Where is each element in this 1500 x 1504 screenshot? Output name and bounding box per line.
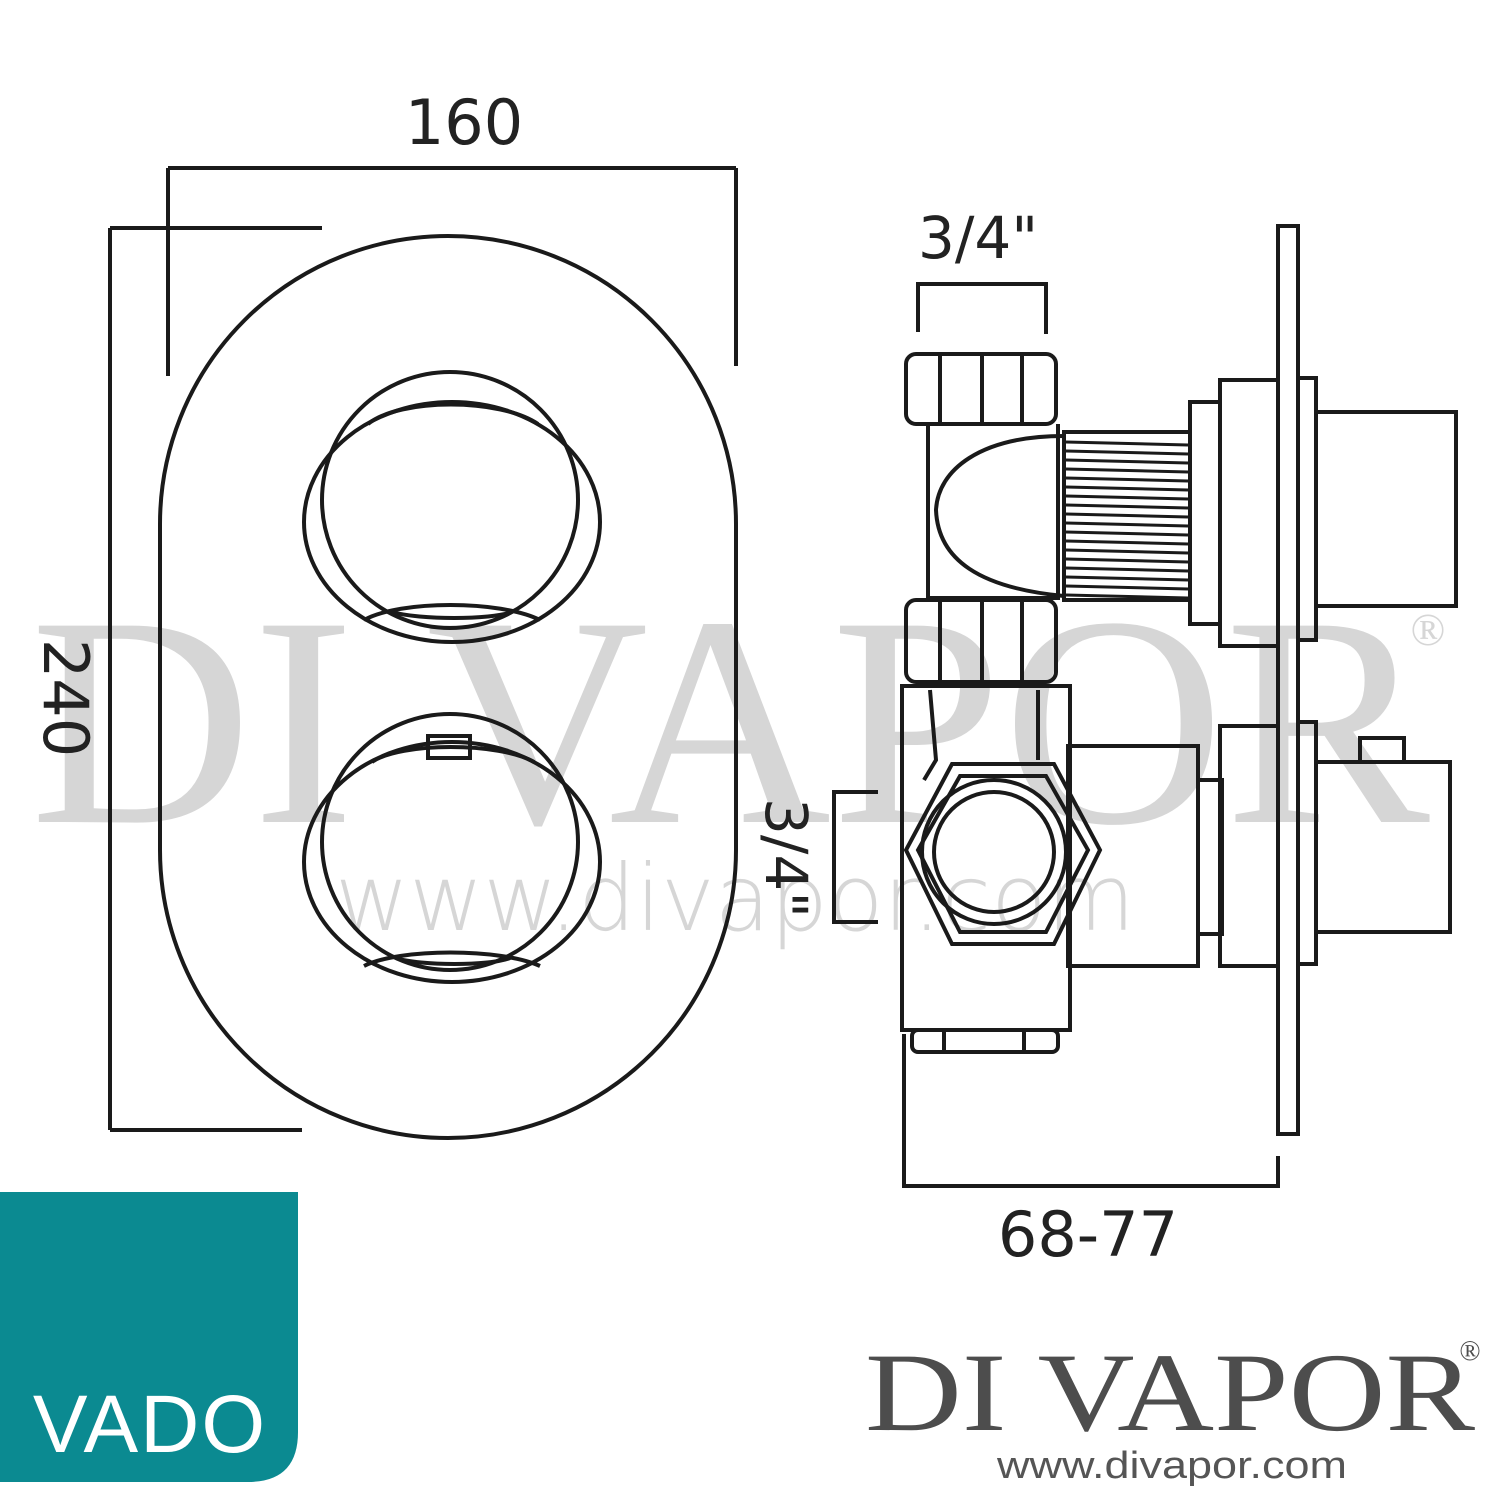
side-view: [900, 224, 1458, 1136]
top-handle-rosette: [320, 370, 580, 630]
vado-logo: VADO: [0, 1192, 298, 1482]
vado-logo-badge: [0, 1192, 298, 1482]
side-inlet-dim-bracket: [832, 790, 878, 924]
bottom-handle-upper-arc: [370, 745, 536, 764]
hex-inlet-outer: [903, 762, 1103, 946]
thread-line: [1065, 458, 1189, 465]
thread-line: [1065, 449, 1189, 456]
thread-line: [1065, 566, 1189, 573]
top-handle-upper-arc: [366, 402, 540, 426]
side-inlet-dimension-label: 3/4": [752, 798, 820, 918]
divapor-logo: DI VAPOR ® www.divapor.com: [865, 1331, 1481, 1487]
bottom-handle-rosette: [320, 712, 580, 972]
side-top-flange: [1218, 378, 1280, 648]
thread-line: [1065, 485, 1189, 492]
faceplate-outline: [158, 234, 738, 1140]
thread-line: [1065, 575, 1189, 582]
front-top-handle: [302, 370, 602, 644]
vado-logo-text: VADO: [33, 1379, 267, 1470]
thread-line: [1065, 593, 1189, 600]
side-top-dome: [933, 434, 1065, 598]
thread-line: [1065, 521, 1189, 528]
top-handle-knob: [302, 400, 602, 644]
thread-line: [1065, 584, 1189, 591]
thread-line: [1065, 494, 1189, 501]
depth-dim-bracket: [902, 1034, 1280, 1188]
thread-line: [1065, 467, 1189, 474]
width-dimension-label: 160: [405, 86, 523, 159]
top-inlet-dim-bracket: [916, 282, 1048, 334]
watermark: DI VAPOR ® www.divapor.com: [30, 555, 1445, 952]
thread-line: [1065, 476, 1189, 483]
bottom-handle-knob: [302, 740, 602, 984]
thread-line: [1065, 548, 1189, 555]
side-dimension-lines: [832, 282, 1280, 1188]
side-top-nut: [904, 352, 1058, 426]
side-lower-body-edge: [922, 689, 939, 782]
front-view: [158, 234, 738, 1140]
side-top-handle: [1314, 410, 1458, 608]
divapor-logo-url: www.divapor.com: [996, 1445, 1347, 1487]
thread-lines: [1065, 440, 1189, 600]
watermark-registered: ®: [1411, 604, 1446, 655]
bottom-nut-body: [910, 1028, 1060, 1054]
divapor-logo-registered: ®: [1459, 1336, 1480, 1367]
side-bottom-nut: [910, 1028, 1060, 1054]
front-bottom-handle: [302, 712, 602, 984]
bottom-handle-inner-lower: [395, 956, 511, 966]
height-dimension-label: 240: [29, 639, 102, 757]
side-lower-flange: [1218, 724, 1280, 968]
side-lower-handle-tab: [1358, 736, 1406, 764]
front-dimension-lines: [108, 166, 738, 1132]
top-handle-lower-arc: [363, 603, 541, 622]
thread-line: [1065, 557, 1189, 564]
side-wall-plate: [1276, 224, 1300, 1136]
top-handle-inner-lower: [391, 610, 513, 620]
hex-inlet-inner: [915, 774, 1091, 934]
top-nut-body: [904, 352, 1058, 426]
thread-line: [1065, 530, 1189, 537]
divapor-logo-name: DI VAPOR: [865, 1331, 1475, 1455]
bottom-handle-lower-arc: [363, 950, 541, 968]
top-inlet-dimension-label: 3/4": [918, 204, 1038, 272]
thread-line: [1065, 503, 1189, 510]
side-middle-nut: [904, 598, 1058, 684]
thread-line: [1065, 512, 1189, 519]
side-lower-body: [900, 684, 1072, 1032]
thread-line: [1065, 440, 1189, 447]
thread-line: [1065, 539, 1189, 546]
hex-inlet-ring-inner: [932, 790, 1056, 914]
middle-nut-body: [904, 598, 1058, 684]
depth-dimension-label: 68-77: [998, 1198, 1178, 1271]
